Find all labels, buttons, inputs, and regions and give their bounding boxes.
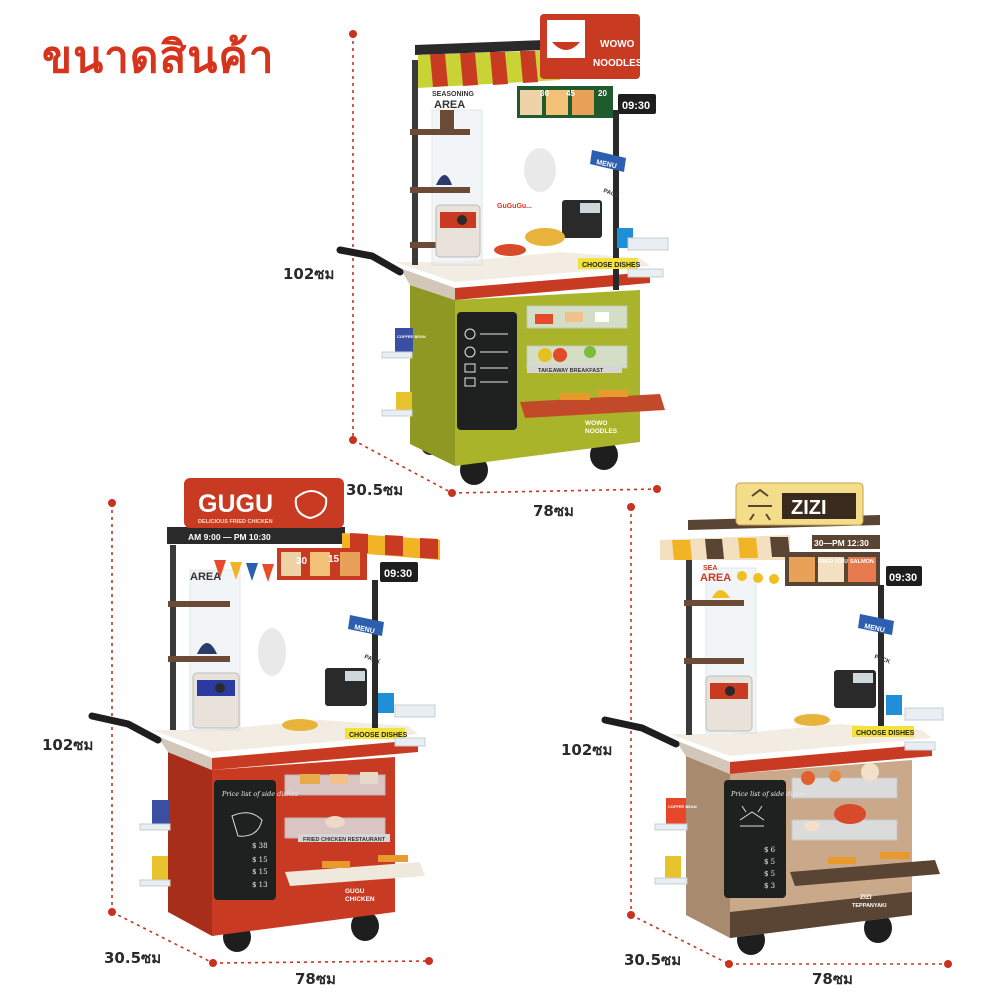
crab-logo-icon — [748, 488, 772, 521]
cart3-depth-label: 30.5ซม — [624, 951, 682, 969]
menu-tag: MENU — [864, 623, 886, 634]
menu-item-2: SALMON — [850, 559, 874, 565]
brand: GUGU — [198, 490, 273, 518]
board-price-1: $ 38 — [252, 842, 268, 850]
side-brand-top: GUGU — [345, 888, 365, 895]
tray-label: TAKEAWAY BREAKFAST — [538, 368, 604, 374]
cart2-width-label: 78ซม — [295, 970, 336, 988]
pack-tag: PACK — [363, 654, 381, 666]
clock-display: 09:30 — [622, 100, 650, 112]
choose-dishes-sign: CHOOSE DISHES — [349, 732, 408, 739]
steam-text: GuGuGu... — [497, 203, 532, 210]
shelf-sign-top: SEA — [703, 565, 717, 572]
menu-tag: MENU — [354, 624, 376, 635]
awning — [418, 50, 560, 88]
pack-tag: PACK — [873, 654, 891, 666]
side-brand-bottom: CHICKEN — [345, 896, 375, 903]
board-title: Price list of side dishes — [221, 790, 299, 798]
cart2-height-label: 102ซม — [42, 736, 94, 754]
board-price-3: $ 5 — [764, 870, 775, 878]
brand: ZIZI — [791, 497, 827, 519]
tray-label: FRIED CHICKEN RESTAURANT — [303, 837, 386, 843]
choose-dishes-sign: CHOOSE DISHES — [582, 262, 641, 269]
cart1-height-label: 102ซม — [283, 265, 335, 283]
cart1-depth-label: 30.5ซม — [346, 481, 404, 499]
board-price-2: $ 5 — [764, 858, 775, 866]
dimension-endpoints — [108, 30, 952, 968]
cart-gugu-chicken: Price list of side dishes $ 38 $ 15 $ 15… — [88, 478, 440, 952]
menu-price-2: 15 — [328, 554, 340, 565]
coffee-box-label: COFFEE BEAN — [397, 334, 426, 339]
shelf-sign-top: SEASONING — [432, 91, 475, 98]
board-price-4: $ 13 — [252, 881, 268, 889]
dimension-lines — [111, 34, 948, 965]
coffee-box-label: COFFEE BEAN — [668, 804, 697, 809]
cart1-width-label: 78ซม — [533, 502, 574, 520]
side-brand-top: ZIZI — [860, 894, 872, 901]
side-brand-top: WOWO — [585, 420, 607, 427]
board-price-1: $ 6 — [764, 846, 776, 854]
shelf-sign: AREA — [700, 572, 731, 584]
side-brand-bottom: TEPPANYAKI — [852, 903, 887, 909]
crab-drawing-icon — [739, 805, 765, 827]
cart-wowo-noodles: TAKEAWAY BREAKFAST WOWO NOODLES COFFEE B… — [336, 14, 669, 485]
menu-tag: MENU — [596, 159, 618, 170]
cart-zizi-teppanyaki: Price list of side dishes $ 6 $ 5 $ 5 $ … — [601, 482, 944, 955]
brand-bottom: NOODLES — [593, 58, 643, 69]
menu-price-1: 30 — [540, 89, 549, 98]
shelf-sign: AREA — [190, 571, 221, 583]
board-price-3: $ 15 — [252, 868, 268, 876]
clock-display: 09:30 — [889, 572, 917, 584]
menu-price-3: 20 — [598, 89, 607, 98]
menu-price-1: 30 — [296, 556, 308, 567]
cart3-width-label: 78ซม — [812, 970, 853, 988]
choose-dishes-sign: CHOOSE DISHES — [856, 730, 915, 737]
hours-bar: AM 9:00 — PM 10:30 — [188, 532, 271, 542]
side-brand-bottom: NOODLES — [585, 428, 618, 435]
board-title: Price list of side dishes — [730, 790, 808, 798]
shelf-sign-bottom: AREA — [434, 99, 465, 111]
brand-top: WOWO — [600, 39, 635, 50]
menu-price-2: 45 — [566, 89, 575, 98]
menu-item-1: FRIED TOFU — [818, 559, 848, 565]
chicken-icon — [294, 490, 328, 520]
pennant-banner — [214, 560, 274, 582]
page-title: ขนาดสินค้า — [42, 32, 275, 83]
hours-bar: 30—PM 12:30 — [814, 538, 869, 548]
cart3-height-label: 102ซม — [561, 741, 613, 759]
brand-subtitle: DELICIOUS FRIED CHICKEN — [198, 519, 273, 525]
clock-display: 09:30 — [384, 568, 412, 580]
board-price-4: $ 3 — [764, 882, 775, 890]
board-price-2: $ 15 — [252, 856, 268, 864]
pack-tag: PACK — [602, 188, 620, 200]
cart2-depth-label: 30.5ซม — [104, 949, 162, 967]
